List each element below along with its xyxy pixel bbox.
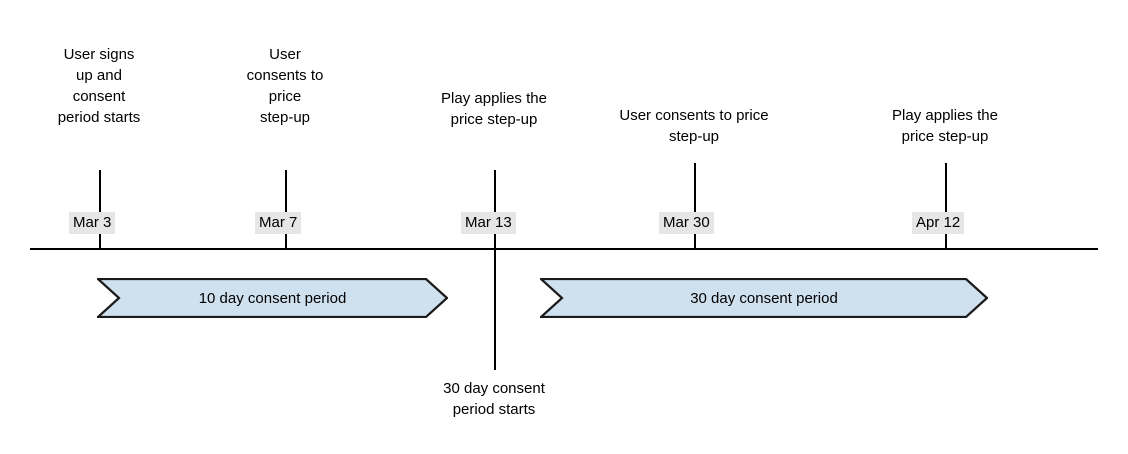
timeline-axis <box>30 248 1098 250</box>
period-banner-period-30-day: 30 day consent period <box>540 278 988 318</box>
date-chip-apr-12: Apr 12 <box>912 212 965 234</box>
event-tick-lower-mar-30 <box>694 232 696 250</box>
event-caption-mar-30: User consents to price step-up <box>619 107 769 145</box>
period-banner-period-10-day: 10 day consent period <box>97 278 448 318</box>
event-tick-upper-mar-3 <box>99 170 101 212</box>
event-tick-upper-mar-7 <box>285 170 287 212</box>
date-chip-mar-3: Mar 3 <box>69 212 116 234</box>
event-tick-upper-apr-12 <box>945 163 947 212</box>
below-axis-note-note-30-day-start: 30 day consent period starts <box>443 380 545 418</box>
event-tick-lower-mar-7 <box>285 232 287 250</box>
event-tick-lower-mar-3 <box>99 232 101 250</box>
event-tick-upper-mar-30 <box>694 163 696 212</box>
event-caption-mar-7: User consents to price step-up <box>246 46 324 126</box>
event-tick-lower-mar-13 <box>494 232 496 370</box>
date-chip-mar-30: Mar 30 <box>659 212 714 234</box>
event-tick-upper-mar-13 <box>494 170 496 212</box>
event-caption-mar-13: Play applies the price step-up <box>441 90 547 128</box>
date-chip-mar-13: Mar 13 <box>461 212 516 234</box>
event-caption-apr-12: Play applies the price step-up <box>892 107 998 145</box>
event-tick-lower-apr-12 <box>945 232 947 250</box>
event-caption-mar-3: User signs up and consent period starts <box>57 46 141 126</box>
date-chip-mar-7: Mar 7 <box>255 212 302 234</box>
period-chevron-shape <box>97 278 448 318</box>
period-chevron-shape <box>540 278 988 318</box>
